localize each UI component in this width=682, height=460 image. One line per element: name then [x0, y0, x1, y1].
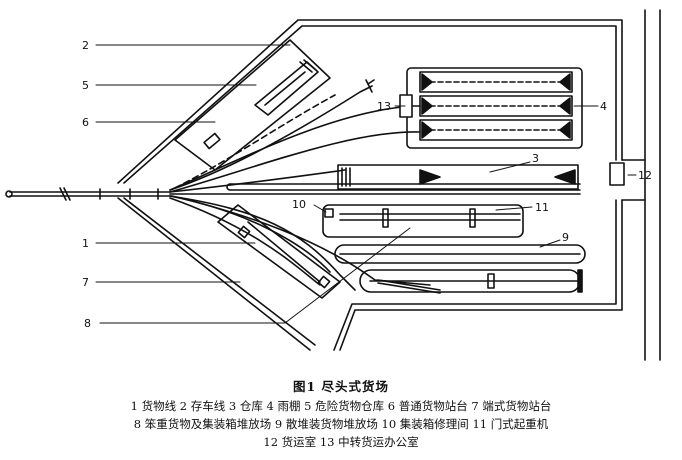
main-approach-line [5, 187, 171, 201]
freight-yard-diagram: 2 5 6 13 4 3 12 10 11 9 1 7 8 [5, 9, 661, 361]
callout-label-1: 1 [82, 237, 89, 250]
callout-label-9: 9 [562, 231, 569, 244]
bulk-goods-yard [334, 244, 586, 264]
freight-office [609, 162, 625, 186]
callout-label-2: 2 [82, 39, 89, 52]
callout-label-5: 5 [82, 79, 89, 92]
figure-title: 图1 尽头式货场 [292, 379, 390, 394]
callout-label-6: 6 [82, 116, 89, 129]
canopy-block [399, 67, 583, 149]
callout-label-8: 8 [84, 317, 91, 330]
end-loading-platform [217, 204, 341, 299]
outer-boundary-wall [117, 19, 623, 351]
ordinary-goods-platform [174, 39, 331, 171]
container-yard [322, 204, 524, 238]
callout-label-7: 7 [82, 276, 89, 289]
callout-leaders [95, 44, 637, 324]
warehouse [226, 164, 581, 191]
callout-label-12: 12 [638, 169, 652, 182]
hazardous-goods-warehouse [254, 59, 319, 116]
callout-label-4: 4 [600, 100, 607, 113]
access-road [621, 9, 661, 361]
callout-label-13: 13 [377, 100, 391, 113]
lower-storage-yard [359, 269, 583, 294]
upper-track-fan [169, 79, 581, 195]
legend-line-2: 8 笨重货物及集装箱堆放场 9 散堆装货物堆放场 10 集装箱修理间 11 门式… [133, 417, 549, 431]
callout-label-10: 10 [292, 198, 306, 211]
legend-line-1: 1 货物线 2 存车线 3 仓库 4 雨棚 5 危险货物仓库 6 普通货物站台 … [130, 399, 552, 413]
callout-label-3: 3 [532, 152, 539, 165]
callout-label-11: 11 [535, 201, 549, 214]
legend-line-3: 12 货运室 13 中转货运办公室 [263, 435, 419, 449]
